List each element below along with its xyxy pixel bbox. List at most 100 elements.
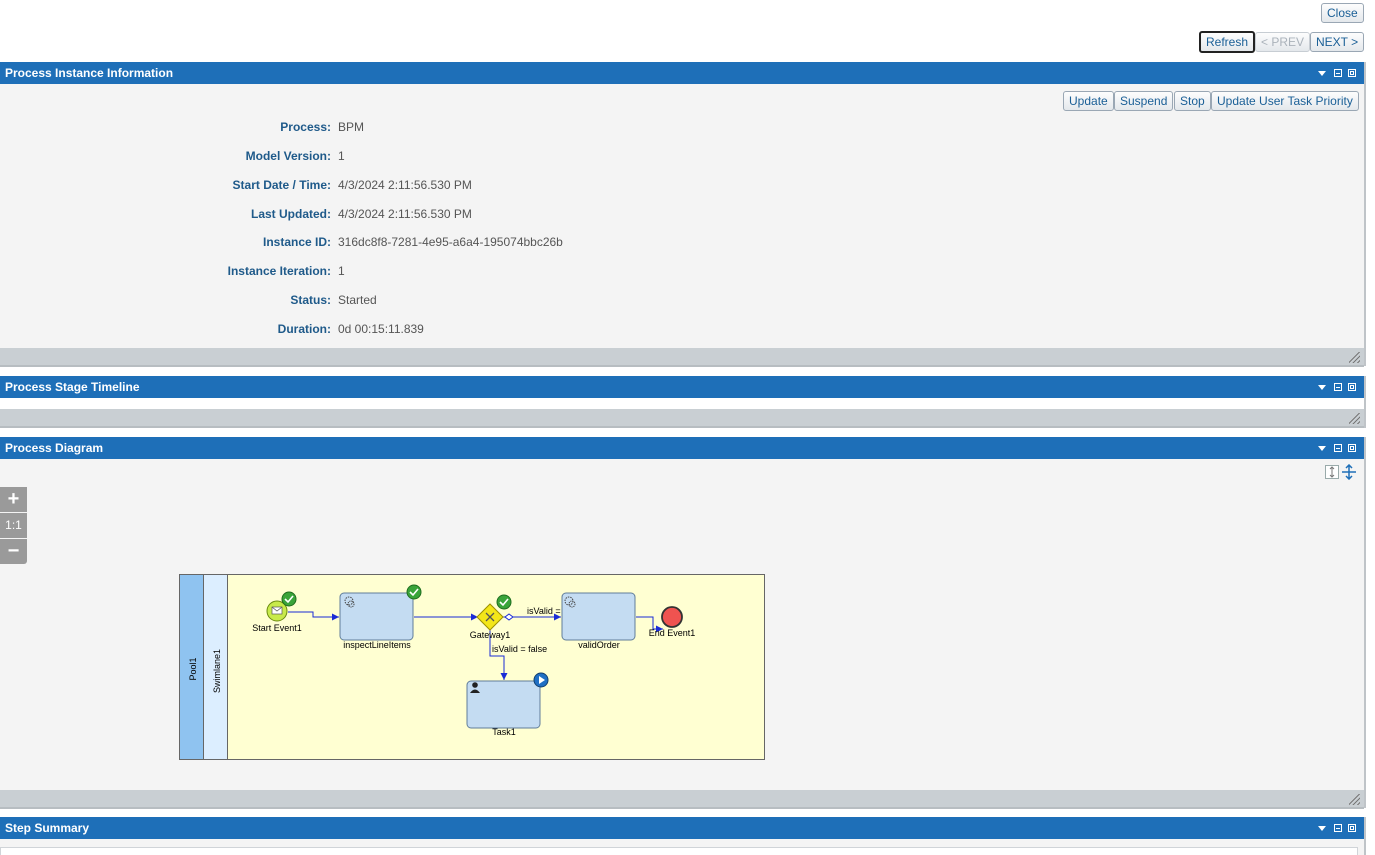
user-task-1[interactable] <box>466 680 541 729</box>
info-row-instance-id: Instance ID: 316dc8f8-7281-4e95-a6a4-195… <box>0 235 700 251</box>
info-value: 4/3/2024 2:11:56.530 PM <box>338 207 472 221</box>
info-value: BPM <box>338 120 365 134</box>
pool-label: Pool1 <box>188 657 198 680</box>
instance-panel-footer <box>0 348 1364 367</box>
prev-button[interactable]: < PREV <box>1255 32 1311 52</box>
info-value: 1 <box>338 149 345 163</box>
diagram-panel-header: Process Diagram <box>0 437 1364 459</box>
timeline-panel-header: Process Stage Timeline <box>0 376 1364 398</box>
end-event[interactable] <box>661 606 683 628</box>
info-label: Instance ID: <box>262 235 331 249</box>
collapse-caret-icon[interactable] <box>1318 384 1326 390</box>
task-valid-label: validOrder <box>578 640 620 650</box>
resize-grip-icon[interactable] <box>1349 794 1360 805</box>
swimlane-label: Swimlane1 <box>212 649 222 693</box>
panel-shadow <box>1364 817 1366 855</box>
sequence-flow <box>288 611 339 621</box>
panel-shadow <box>1364 62 1366 366</box>
info-value: 0d 00:15:11.839 <box>338 322 424 336</box>
condition-false-label: isValid = false <box>492 644 547 654</box>
sequence-flow-false <box>489 630 508 680</box>
info-value: Started <box>338 293 377 307</box>
summary-panel-header: Step Summary <box>0 817 1364 839</box>
swimlane-header <box>203 574 228 760</box>
info-row-last-updated: Last Updated: 4/3/2024 2:11:56.530 PM <box>0 207 700 223</box>
info-value: 4/3/2024 2:11:56.530 PM <box>338 178 472 192</box>
info-label: Duration: <box>277 322 331 336</box>
diagram-panel-body: + 1:1 − Pool1 Swimlane1 Start Event1 <box>0 459 1364 790</box>
diagram-panel-footer <box>0 790 1364 809</box>
process-diagram: Pool1 Swimlane1 Start Event1 inspectLine… <box>179 574 765 760</box>
timeline-panel-body <box>0 398 1364 409</box>
info-label: Model Version: <box>245 149 331 163</box>
zoom-out-button[interactable]: − <box>0 539 27 564</box>
stop-button[interactable]: Stop <box>1174 91 1211 111</box>
timeline-panel-title: Process Stage Timeline <box>5 380 140 394</box>
collapse-caret-icon[interactable] <box>1318 825 1326 831</box>
next-button[interactable]: NEXT > <box>1310 32 1365 52</box>
summary-panel-title: Step Summary <box>5 821 90 835</box>
update-user-task-priority-button[interactable]: Update User Task Priority <box>1211 91 1359 111</box>
fit-width-icon[interactable] <box>1341 464 1357 480</box>
close-button[interactable]: Close <box>1321 3 1364 23</box>
instance-panel-body: Update Suspend Stop Update User Task Pri… <box>0 84 1364 348</box>
task-inspect-label: inspectLineItems <box>343 640 411 650</box>
zoom-reset-button[interactable]: 1:1 <box>0 513 27 538</box>
task-inspect-line-items[interactable] <box>339 592 414 641</box>
info-value: 316dc8f8-7281-4e95-a6a4-195074bbc26b <box>338 235 563 249</box>
envelope-icon <box>271 606 283 615</box>
fit-height-icon[interactable] <box>1325 465 1339 479</box>
instance-panel-title: Process Instance Information <box>5 66 174 80</box>
minimize-icon[interactable] <box>1334 824 1342 832</box>
summary-table-edge <box>0 847 1358 855</box>
lane-area <box>179 574 765 760</box>
maximize-icon[interactable] <box>1348 383 1356 391</box>
gateway-label: Gateway1 <box>470 630 511 640</box>
refresh-button[interactable]: Refresh <box>1199 31 1256 53</box>
suspend-button[interactable]: Suspend <box>1114 91 1174 111</box>
maximize-icon[interactable] <box>1348 69 1356 77</box>
info-row-duration: Duration: 0d 00:15:11.839 <box>0 322 700 338</box>
task-valid-order[interactable] <box>561 592 636 641</box>
user-task-person-icon <box>472 682 478 688</box>
sequence-flow <box>636 616 663 633</box>
info-label: Status: <box>290 293 331 307</box>
resize-grip-icon[interactable] <box>1349 413 1360 424</box>
completed-check-icon <box>496 594 512 610</box>
minimize-icon[interactable] <box>1334 69 1342 77</box>
condition-true-label: isValid = true <box>527 606 579 616</box>
info-label: Process: <box>280 120 331 134</box>
start-event-label: Start Event1 <box>252 623 302 633</box>
pool-header <box>179 574 204 760</box>
info-row-start-date: Start Date / Time: 4/3/2024 2:11:56.530 … <box>0 178 700 194</box>
user-task-label: Task1 <box>492 727 516 737</box>
maximize-icon[interactable] <box>1348 444 1356 452</box>
resize-grip-icon[interactable] <box>1349 352 1360 363</box>
info-label: Instance Iteration: <box>227 264 331 278</box>
minimize-icon[interactable] <box>1334 383 1342 391</box>
instance-panel-header: Process Instance Information <box>0 62 1364 84</box>
completed-check-icon <box>406 584 422 600</box>
panel-shadow <box>1364 376 1366 428</box>
info-row-instance-iteration: Instance Iteration: 1 <box>0 264 700 280</box>
diagram-panel-title: Process Diagram <box>5 441 104 455</box>
collapse-caret-icon[interactable] <box>1318 70 1326 76</box>
info-label: Last Updated: <box>250 207 331 221</box>
collapse-caret-icon[interactable] <box>1318 445 1326 451</box>
timeline-panel-footer <box>0 409 1364 428</box>
info-label: Start Date / Time: <box>232 178 331 192</box>
panel-shadow <box>1364 437 1366 808</box>
end-event-label: End Event1 <box>649 628 696 638</box>
info-row-status: Status: Started <box>0 293 700 309</box>
zoom-in-button[interactable]: + <box>0 487 27 512</box>
info-value: 1 <box>338 264 345 278</box>
info-row-model-version: Model Version: 1 <box>0 149 700 165</box>
minimize-icon[interactable] <box>1334 444 1342 452</box>
maximize-icon[interactable] <box>1348 824 1356 832</box>
info-row-process: Process: BPM <box>0 120 700 136</box>
summary-panel-body <box>0 839 1364 855</box>
gateway-x-icon <box>485 612 495 622</box>
service-task-gear-icon <box>344 596 354 606</box>
completed-check-icon <box>281 591 297 607</box>
update-button[interactable]: Update <box>1063 91 1114 111</box>
